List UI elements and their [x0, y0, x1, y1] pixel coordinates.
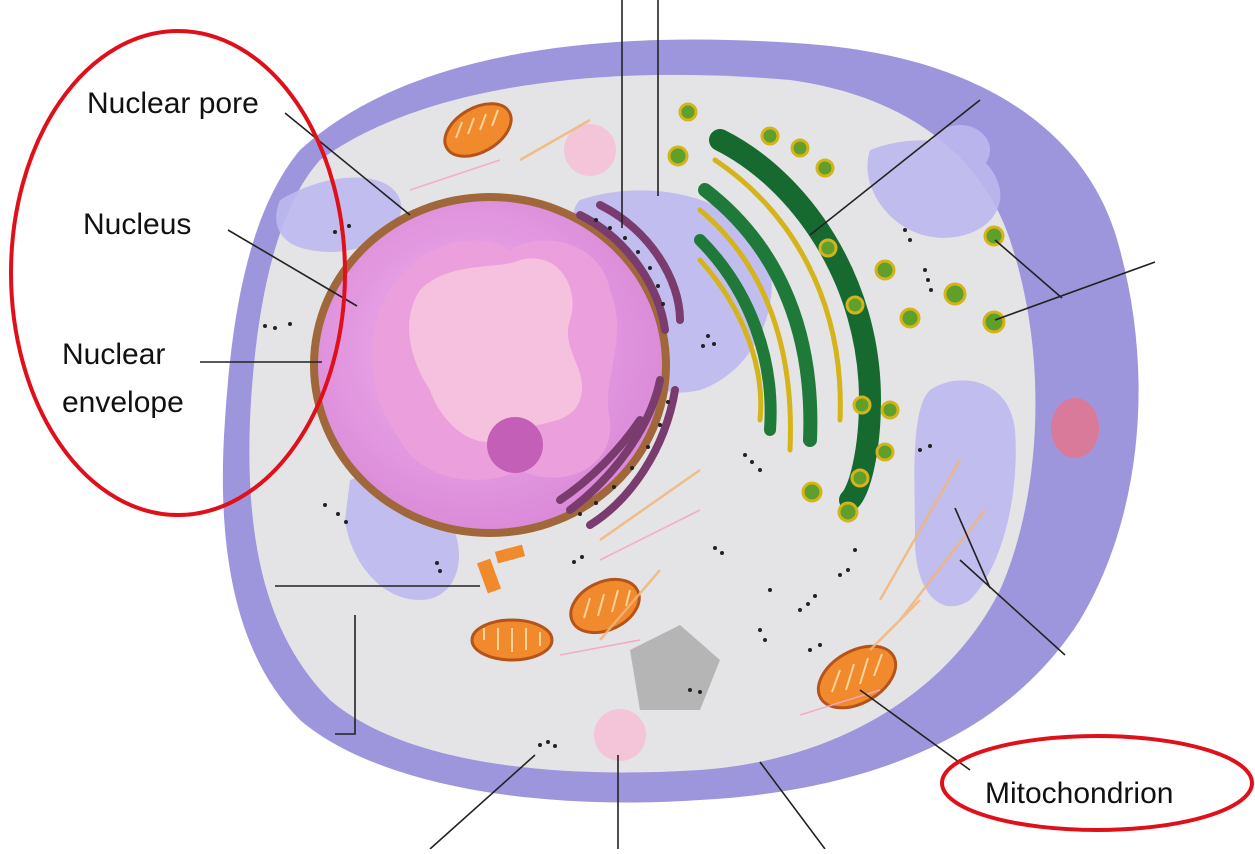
nucleolus	[487, 417, 543, 473]
vacuole	[1051, 398, 1099, 458]
lysosome-bottom	[594, 709, 646, 761]
label-nuclear-envelope-line1: Nuclear	[62, 338, 165, 371]
label-nuclear-envelope-line2: envelope	[62, 386, 184, 419]
label-mitochondrion: Mitochondrion	[985, 777, 1173, 810]
label-nuclear-pore: Nuclear pore	[87, 87, 259, 120]
label-nucleus: Nucleus	[83, 208, 191, 241]
